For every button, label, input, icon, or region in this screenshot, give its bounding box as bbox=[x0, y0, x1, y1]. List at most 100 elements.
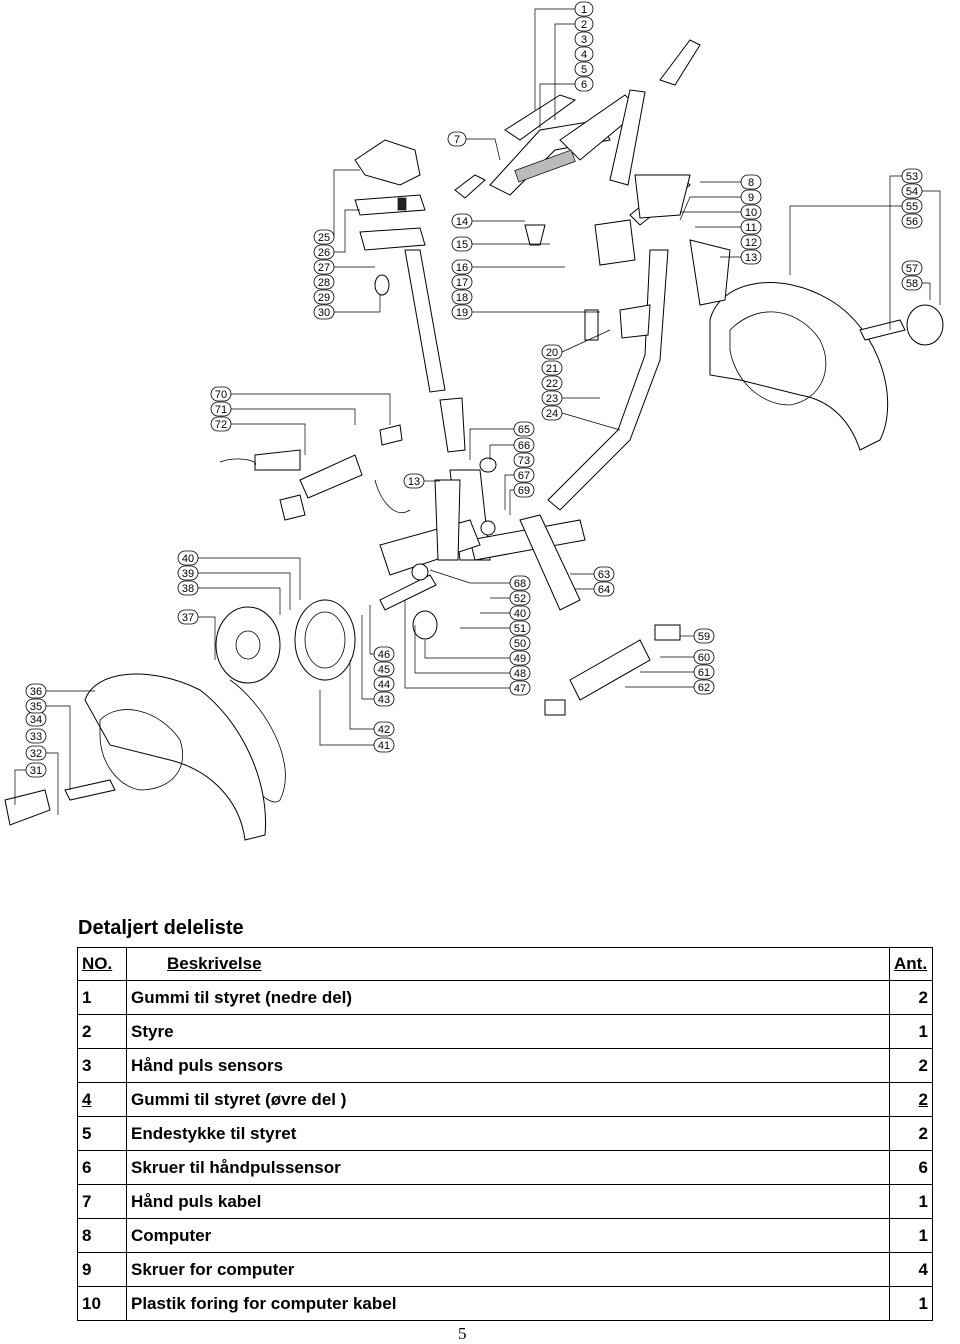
callout-31: 31 bbox=[25, 762, 47, 778]
callout-49: 49 bbox=[509, 650, 531, 666]
callout-14: 14 bbox=[451, 213, 473, 229]
row-qty: 2 bbox=[889, 1116, 933, 1151]
row-no: 8 bbox=[77, 1218, 127, 1253]
callout-26: 26 bbox=[313, 244, 335, 260]
svg-text:16: 16 bbox=[456, 262, 468, 274]
callout-42: 42 bbox=[373, 721, 395, 737]
page-title: Detaljert deleliste bbox=[78, 917, 244, 939]
row-description: Skruer til håndpulssensor bbox=[126, 1150, 890, 1185]
svg-text:39: 39 bbox=[182, 568, 194, 580]
svg-text:54: 54 bbox=[906, 186, 918, 198]
svg-text:62: 62 bbox=[698, 682, 710, 694]
svg-text:10: 10 bbox=[745, 207, 757, 219]
header-description: Beskrivelse bbox=[126, 947, 890, 981]
svg-text:30: 30 bbox=[318, 307, 330, 319]
svg-text:45: 45 bbox=[378, 664, 390, 676]
svg-text:13: 13 bbox=[408, 476, 420, 488]
svg-text:40: 40 bbox=[182, 553, 194, 565]
callout-68: 68 bbox=[509, 575, 531, 591]
exploded-parts-diagram: 1 2 3 4 5 6 7 8 9 10 11 12 13 14 15 16 1… bbox=[4, 1, 944, 841]
svg-text:73: 73 bbox=[518, 455, 530, 467]
svg-text:38: 38 bbox=[182, 583, 194, 595]
callout-62: 62 bbox=[693, 679, 715, 695]
row-qty: 6 bbox=[889, 1150, 933, 1185]
callout-64: 64 bbox=[593, 581, 615, 597]
row-no: 5 bbox=[77, 1116, 127, 1151]
header-qty: Ant. bbox=[889, 947, 933, 981]
callout-53: 53 bbox=[901, 168, 923, 184]
main-frame bbox=[299, 249, 681, 716]
row-description: Hånd puls sensors bbox=[126, 1048, 890, 1083]
svg-text:46: 46 bbox=[378, 649, 390, 661]
svg-text:24: 24 bbox=[546, 408, 558, 420]
svg-text:56: 56 bbox=[906, 216, 918, 228]
row-description: Gummi til styret (nedre del) bbox=[126, 980, 890, 1015]
callout-22: 22 bbox=[541, 375, 563, 391]
callout-50: 50 bbox=[509, 635, 531, 651]
callout-17: 17 bbox=[451, 274, 473, 290]
svg-text:18: 18 bbox=[456, 292, 468, 304]
table-header-row: NO. Beskrivelse Ant. bbox=[77, 947, 933, 981]
left-cover bbox=[4, 673, 267, 841]
callout-67: 67 bbox=[513, 467, 535, 483]
row-description: Skruer for computer bbox=[126, 1252, 890, 1287]
svg-text:27: 27 bbox=[318, 262, 330, 274]
callout-40: 40 bbox=[177, 550, 199, 566]
svg-text:40: 40 bbox=[514, 608, 526, 620]
callout-12: 12 bbox=[740, 234, 762, 250]
svg-text:42: 42 bbox=[378, 724, 390, 736]
svg-text:68: 68 bbox=[514, 578, 526, 590]
callout-44: 44 bbox=[373, 676, 395, 692]
callout-63: 63 bbox=[593, 566, 615, 582]
callout-47: 47 bbox=[509, 680, 531, 696]
svg-text:44: 44 bbox=[378, 679, 390, 691]
svg-text:21: 21 bbox=[546, 363, 558, 375]
row-description: Endestykke til styret bbox=[126, 1116, 890, 1151]
svg-text:63: 63 bbox=[598, 569, 610, 581]
callout-37: 37 bbox=[177, 609, 199, 625]
flywheel-assembly bbox=[215, 574, 438, 803]
svg-text:32: 32 bbox=[30, 748, 42, 760]
callout-32: 32 bbox=[25, 745, 47, 761]
callout-10: 10 bbox=[740, 204, 762, 220]
svg-text:25: 25 bbox=[318, 232, 330, 244]
callout-24: 24 bbox=[541, 405, 563, 421]
seat-assembly bbox=[354, 139, 466, 453]
callout-28: 28 bbox=[313, 274, 335, 290]
svg-text:57: 57 bbox=[906, 263, 918, 275]
callout-36: 36 bbox=[25, 683, 47, 699]
callout-70: 70 bbox=[210, 386, 232, 402]
row-no: 4 bbox=[77, 1082, 127, 1117]
svg-text:36: 36 bbox=[30, 686, 42, 698]
row-qty: 2 bbox=[889, 1082, 933, 1117]
svg-text:3: 3 bbox=[581, 34, 587, 46]
svg-text:31: 31 bbox=[30, 765, 42, 777]
callout-43: 43 bbox=[373, 691, 395, 707]
svg-text:60: 60 bbox=[698, 652, 710, 664]
callout-11: 11 bbox=[740, 219, 762, 235]
svg-text:72: 72 bbox=[215, 419, 227, 431]
callout-1: 1 bbox=[574, 1, 594, 17]
svg-text:61: 61 bbox=[698, 667, 710, 679]
svg-text:64: 64 bbox=[598, 584, 610, 596]
row-no: 9 bbox=[77, 1252, 127, 1287]
row-description: Computer bbox=[126, 1218, 890, 1253]
svg-text:1: 1 bbox=[581, 4, 587, 16]
callout-6: 6 bbox=[574, 76, 594, 92]
callout-40b: 40 bbox=[509, 605, 531, 621]
callout-20: 20 bbox=[541, 344, 563, 360]
callout-29: 29 bbox=[313, 289, 335, 305]
callout-60: 60 bbox=[693, 649, 715, 665]
svg-text:5: 5 bbox=[581, 64, 587, 76]
svg-text:43: 43 bbox=[378, 694, 390, 706]
callout-labels: 1 2 3 4 5 6 7 8 9 10 11 12 13 14 15 16 1… bbox=[14, 1, 941, 815]
